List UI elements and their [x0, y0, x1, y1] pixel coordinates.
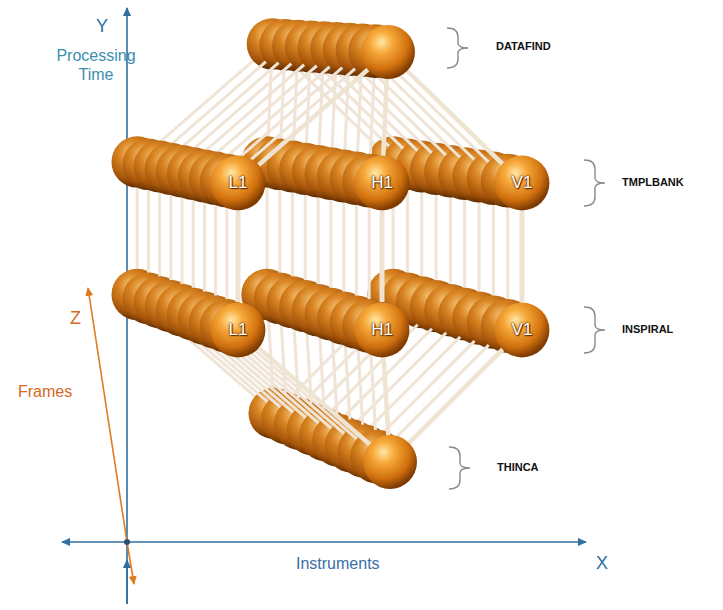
rod: [388, 52, 522, 183]
axis-letter: Y: [96, 16, 120, 38]
stage-label: THINCA: [497, 461, 597, 474]
stage-label: DATAFIND: [496, 40, 596, 53]
depth-layer: [167, 22, 491, 467]
x-axis-tail: [62, 541, 127, 543]
stage-label: TMPLBANK: [622, 176, 718, 189]
z-axis-tail: [127, 542, 134, 584]
sphere-fill: [495, 156, 550, 211]
front-rods: [238, 52, 522, 462]
instrument-sphere: H1: [354, 302, 410, 358]
curly-bracket: [584, 160, 605, 206]
instrument-label: L1: [229, 320, 248, 340]
instrument-label: H1: [371, 320, 393, 340]
z-axis: [88, 288, 127, 542]
axis-title: Instruments: [296, 554, 416, 573]
instrument-sphere: V1: [494, 155, 550, 211]
axis-letter: Z: [70, 308, 94, 330]
sphere-fill: [355, 303, 410, 358]
depth-layer: [156, 21, 477, 461]
axis-title: Frames: [18, 382, 88, 401]
instrument-sphere: V1: [494, 302, 550, 358]
sphere-fill: [495, 303, 550, 358]
vertical-rod: [236, 211, 241, 302]
depth-layer: [189, 24, 520, 478]
curly-bracket: [449, 447, 470, 489]
stage-label: INSPIRAL: [622, 323, 718, 336]
instrument-label: V1: [512, 173, 533, 193]
x-axis: [127, 541, 586, 543]
sphere-fill: [211, 303, 266, 358]
instrument-sphere: L1: [210, 302, 266, 358]
y-axis-tail: [126, 560, 128, 604]
depth-layer: [178, 23, 506, 473]
depth-layer: [145, 20, 463, 455]
stage-brackets: [447, 28, 605, 489]
axis-title: Processing Time: [46, 46, 146, 84]
curly-bracket: [447, 28, 468, 68]
thinca-sphere: [363, 435, 417, 489]
axis-origin: [124, 539, 130, 545]
vertical-rod: [380, 211, 385, 302]
rod: [390, 330, 522, 462]
axis-letter: X: [596, 553, 620, 575]
sphere-fill: [355, 156, 410, 211]
instrument-sphere: H1: [354, 155, 410, 211]
depth-layer: [200, 24, 535, 483]
instrument-label: H1: [371, 173, 393, 193]
curly-bracket: [584, 307, 605, 353]
datafind-sphere: [361, 25, 415, 79]
depth-layers: [112, 18, 535, 483]
instrument-label: L1: [229, 173, 248, 193]
instrument-sphere: L1: [210, 155, 266, 211]
vertical-rod: [520, 211, 525, 302]
instrument-label: V1: [512, 320, 533, 340]
sphere-fill: [211, 156, 266, 211]
